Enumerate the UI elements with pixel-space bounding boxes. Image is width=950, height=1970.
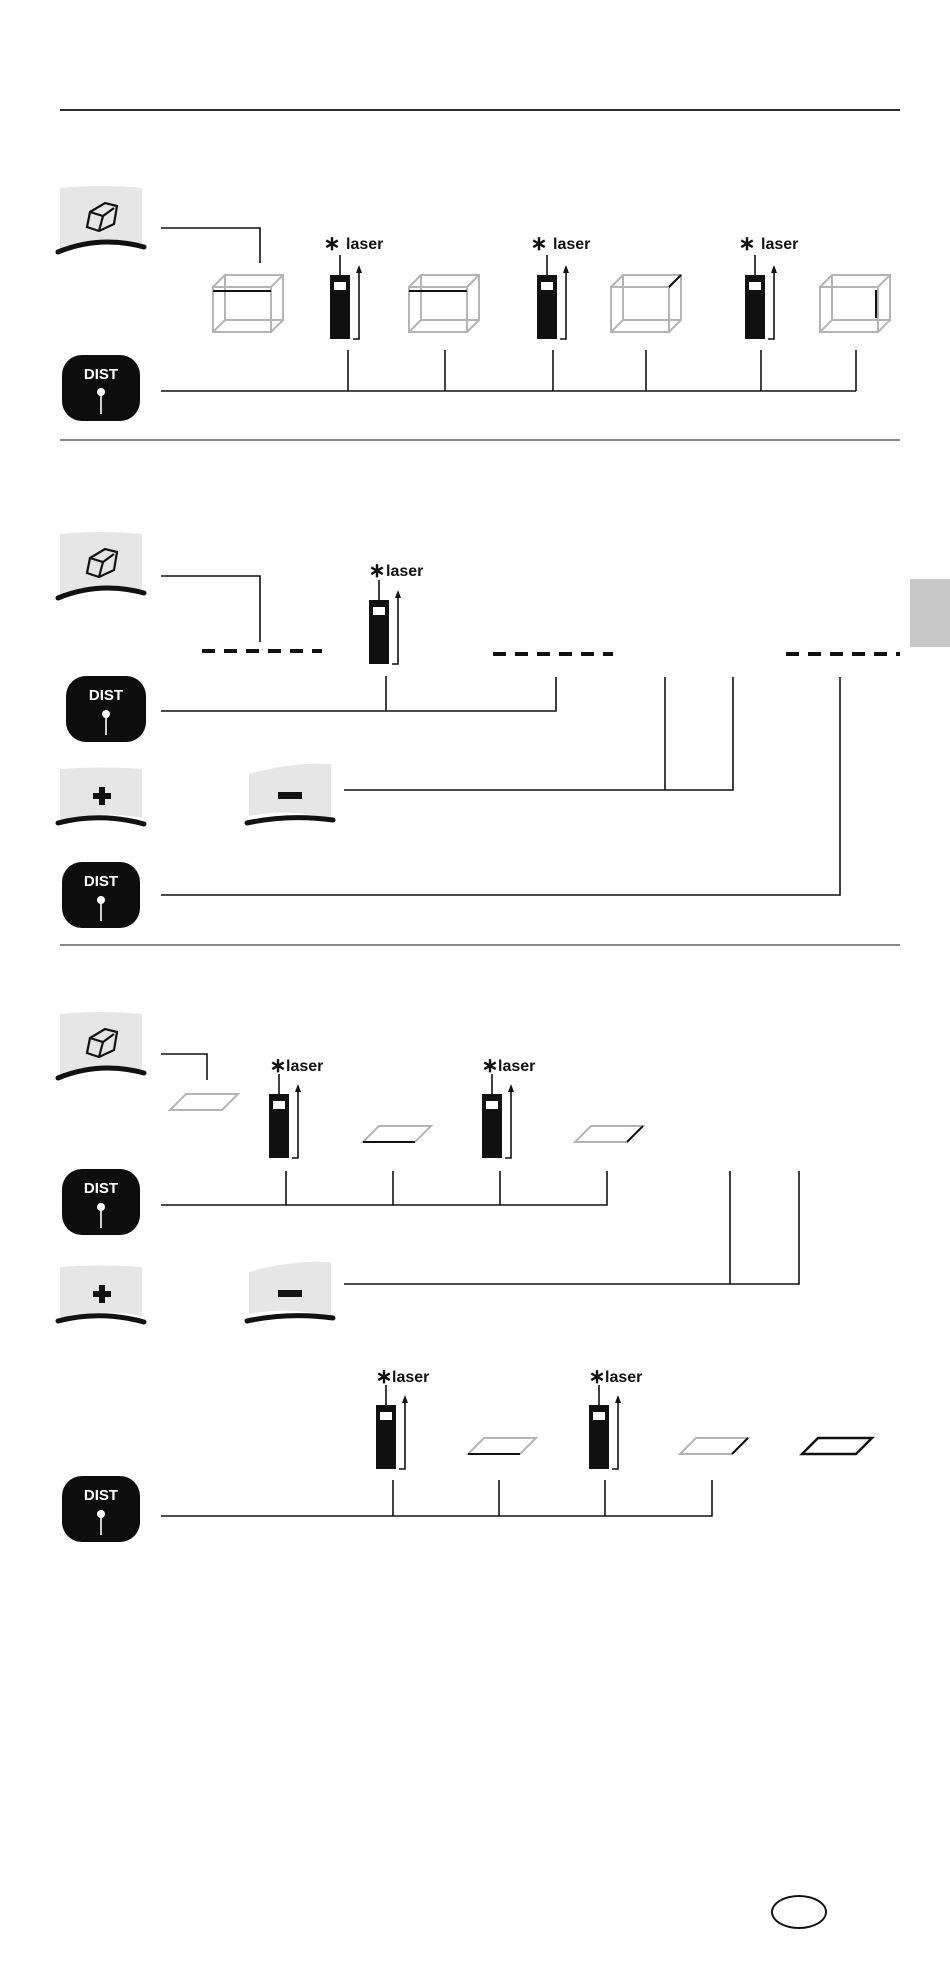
svg-text:∗: ∗: [324, 233, 341, 255]
minus-key-icon[interactable]: [247, 764, 333, 823]
svg-text:DIST: DIST: [84, 1487, 118, 1504]
laser-meter-icon: ∗ laser: [589, 1366, 643, 1469]
laser-meter-icon: ∗ laser: [739, 233, 799, 339]
svg-text:∗: ∗: [376, 1366, 393, 1388]
svg-text:laser: laser: [286, 1058, 323, 1075]
laser-meter-icon: ∗ laser: [369, 560, 424, 664]
dist-key-icon[interactable]: DIST: [62, 862, 140, 928]
plus-key-icon[interactable]: [58, 1266, 144, 1323]
parallelogram-icon: [575, 1126, 643, 1142]
laser-meter-icon: ∗ laser: [324, 233, 384, 339]
parallelogram-icon: [680, 1438, 748, 1454]
laser-meter-icon: ∗ laser: [482, 1055, 536, 1158]
laser-meter-icon: ∗ laser: [531, 233, 591, 339]
cube-icon: [213, 275, 283, 332]
svg-text:laser: laser: [386, 563, 423, 580]
parallelogram-icon: [802, 1438, 872, 1454]
laser-meter-icon: ∗ laser: [269, 1055, 323, 1158]
svg-text:laser: laser: [761, 236, 798, 253]
svg-text:∗: ∗: [270, 1055, 287, 1077]
svg-text:∗: ∗: [589, 1366, 606, 1388]
svg-text:laser: laser: [346, 236, 383, 253]
minus-key-icon[interactable]: [247, 1262, 333, 1321]
svg-text:DIST: DIST: [84, 366, 118, 383]
section-volume: DIST: [58, 186, 890, 421]
dist-key-icon[interactable]: DIST: [62, 355, 140, 421]
volume-key-icon[interactable]: [58, 186, 144, 252]
cube-icon: [820, 275, 890, 332]
volume-key-icon[interactable]: [58, 1012, 144, 1078]
dist-key-icon[interactable]: DIST: [62, 1476, 140, 1542]
cube-icon: [611, 275, 681, 332]
svg-text:laser: laser: [392, 1369, 429, 1386]
cube-icon: [409, 275, 479, 332]
volume-key-icon[interactable]: [58, 532, 144, 598]
svg-text:DIST: DIST: [84, 873, 118, 890]
svg-text:laser: laser: [553, 236, 590, 253]
plus-key-icon[interactable]: [58, 768, 144, 825]
section-adjust: ∗ laser DIST DIST: [58, 532, 900, 928]
section-area: ∗ laser ∗ laser DIST ∗ laser: [58, 1012, 872, 1542]
svg-text:∗: ∗: [369, 560, 386, 582]
svg-text:∗: ∗: [739, 233, 756, 255]
svg-text:DIST: DIST: [89, 687, 123, 704]
svg-text:∗: ∗: [482, 1055, 499, 1077]
dist-key-icon[interactable]: DIST: [62, 1169, 140, 1235]
svg-text:laser: laser: [498, 1058, 535, 1075]
laser-meter-icon: ∗ laser: [376, 1366, 430, 1469]
svg-text:DIST: DIST: [84, 1180, 118, 1197]
svg-text:∗: ∗: [531, 233, 548, 255]
parallelogram-icon: [170, 1094, 238, 1110]
svg-text:laser: laser: [605, 1369, 642, 1386]
dist-key-icon[interactable]: DIST: [66, 676, 146, 742]
parallelogram-icon: [363, 1126, 431, 1142]
parallelogram-icon: [468, 1438, 536, 1454]
